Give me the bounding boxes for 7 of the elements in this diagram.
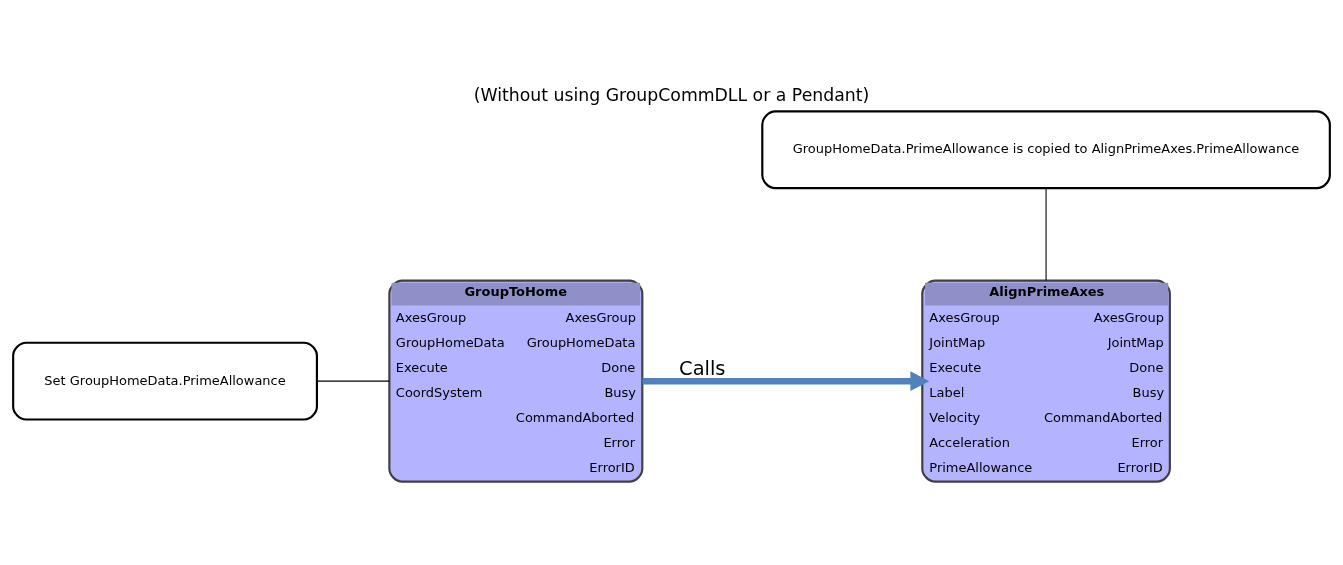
edge-label: Calls xyxy=(679,357,726,381)
connector xyxy=(316,380,390,382)
arrow xyxy=(642,371,930,392)
diagram-title: (Without using GroupCommDLL or a Pendant) xyxy=(473,85,870,106)
node-box: GroupHomeData.PrimeAllowance is copied to AlignPrimeAxes.PrimeAllowance xyxy=(761,110,1331,190)
connector xyxy=(1045,188,1047,281)
node-box: Set GroupHomeData.PrimeAllowance xyxy=(12,341,318,421)
